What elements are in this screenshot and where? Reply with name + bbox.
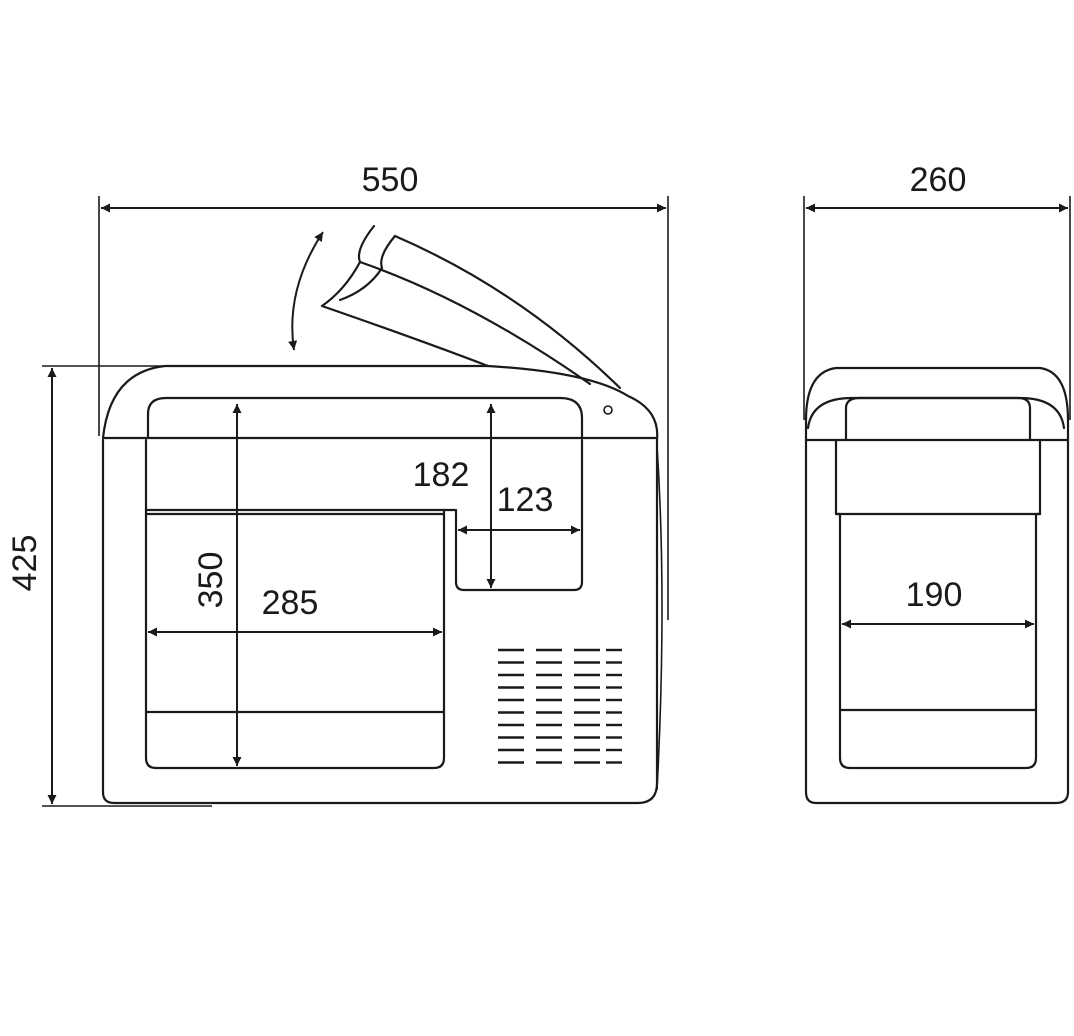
label-550: 550	[362, 161, 419, 199]
label-260: 260	[910, 161, 967, 199]
dimension-lines	[42, 196, 1071, 807]
front-handle-outer	[101, 364, 659, 442]
front-vent-grille	[498, 648, 622, 764]
front-step-compartment	[442, 438, 584, 592]
label-190: 190	[906, 576, 963, 614]
side-inner-box	[834, 438, 1042, 770]
label-425: 425	[6, 535, 44, 592]
label-182: 182	[413, 456, 470, 494]
front-body-outline	[101, 438, 659, 805]
front-handle-pivot	[603, 405, 613, 415]
handle-swing-arrow	[288, 231, 324, 351]
front-handle-open	[320, 224, 490, 368]
front-main-compartment	[144, 508, 446, 770]
side-lid	[844, 396, 1032, 442]
side-view	[804, 366, 1070, 805]
label-123: 123	[497, 481, 554, 519]
label-285: 285	[262, 584, 319, 622]
dimension-labels: 550 260 425 350 285 182 123 190	[6, 161, 966, 622]
side-body-outline	[804, 366, 1070, 805]
front-body-right-edge	[656, 444, 663, 791]
front-view	[101, 224, 663, 807]
front-handle-inner	[146, 396, 584, 440]
label-350: 350	[192, 552, 230, 609]
front-handle-open-arm	[358, 234, 622, 390]
